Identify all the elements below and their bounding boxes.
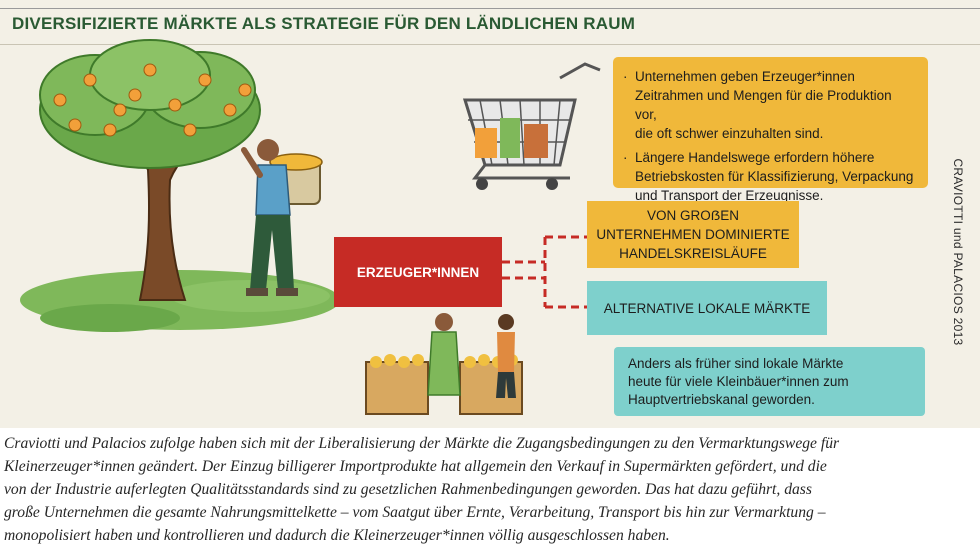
bullet-1-line-2: Zeitrahmen und Mengen für die Produktion… (635, 88, 892, 122)
bullet-2-line-3: und Transport der Erzeugnisse. (635, 188, 824, 203)
bullet-marker: · (623, 150, 628, 165)
big-companies-line-2: UNTERNEHMEN DOMINIERTE (596, 227, 790, 242)
illustration-layer (20, 39, 601, 415)
caption-line-4: große Unternehmen die gesamte Nahrungsmi… (4, 504, 826, 521)
dashed-connectors (502, 235, 587, 309)
info-bullet-1: · Unternehmen geben Erzeuger*innen Zeitr… (623, 67, 916, 143)
caption-line-5: monopolisiert haben und kontrollieren un… (4, 527, 670, 544)
bullet-2-line-1: Längere Handelswege erfordern höhere (635, 150, 875, 165)
producer-box: ERZEUGER*INNEN (334, 237, 502, 307)
bullet-1-line-3: die oft schwer einzuhalten sind. (635, 126, 824, 141)
bullet-1-text: Unternehmen geben Erzeuger*innen Zeitrah… (635, 67, 916, 143)
local-markets-box: ALTERNATIVE LOKALE MÄRKTE (587, 281, 827, 335)
caption-line-3: von der Industrie auferlegten Qualitätss… (4, 481, 812, 498)
caption-paragraph: Craviotti und Palacios zufolge haben sic… (4, 432, 978, 547)
big-companies-box: VON GROẞEN UNTERNEHMEN DOMINIERTE HANDEL… (587, 201, 799, 268)
top-divider (0, 8, 980, 9)
local-info-line-1: Anders als früher sind lokale Märkte (628, 356, 844, 371)
infographic-panel: DIVERSIFIZIERTE MÄRKTE ALS STRATEGIE FÜR… (0, 0, 980, 428)
local-info-line-3: Hauptvertriebskanal geworden. (628, 392, 815, 407)
source-credit-text: CRAVIOTTI und PALACIOS 2013 (951, 158, 965, 346)
bullet-marker: · (623, 69, 628, 84)
bullet-1-line-1: Unternehmen geben Erzeuger*innen (635, 69, 855, 84)
caption-line-2: Kleinerzeuger*innen geändert. Der Einzug… (4, 458, 827, 475)
title-divider (0, 44, 980, 45)
info-bullet-2: · Längere Handelswege erfordern höhere B… (623, 148, 916, 205)
big-companies-line-1: VON GROẞEN (647, 208, 739, 223)
shopping-cart-illustration (462, 62, 601, 190)
infographic-title: DIVERSIFIZIERTE MÄRKTE ALS STRATEGIE FÜR… (12, 14, 636, 33)
supermarket-info-box: · Unternehmen geben Erzeuger*innen Zeitr… (613, 57, 928, 203)
bullet-2-line-2: Betriebskosten für Klassifizierung, Verp… (635, 169, 914, 184)
orange-tree-illustration (39, 39, 261, 301)
caption-line-1: Craviotti und Palacios zufolge haben sic… (4, 435, 840, 452)
big-companies-line-3: HANDELSKREISLÄUFE (619, 246, 767, 261)
bullet-2-text: Längere Handelswege erfordern höhere Bet… (635, 148, 913, 205)
local-markets-info-box: Anders als früher sind lokale Märkte heu… (614, 347, 925, 416)
farmer-illustration (241, 139, 323, 296)
market-stand-illustration (365, 313, 523, 415)
local-info-line-2: heute für viele Kleinbäuer*innen zum (628, 374, 849, 389)
